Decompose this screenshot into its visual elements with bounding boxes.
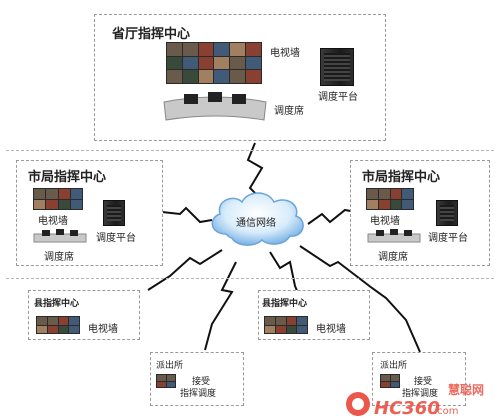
watermark-text: HC360 <box>374 398 440 418</box>
city-left-dispatch-platform-icon <box>103 200 125 226</box>
police-left-title: 派出所 <box>156 361 184 371</box>
city-right-video-wall <box>366 188 414 210</box>
police-left-monitor <box>156 374 176 388</box>
city-right-dispatch-desk-icon <box>367 229 421 243</box>
city-left-platform-label: 调度平台 <box>96 233 136 244</box>
police-left-line1: 接受 <box>192 377 211 387</box>
county-left-tv-label: 电视墙 <box>88 324 118 335</box>
provincial-dispatch-desk-icon <box>163 92 267 121</box>
city-right-platform-label: 调度平台 <box>428 233 468 244</box>
provincial-video-wall <box>166 42 262 84</box>
city-right-dispatch-platform-icon <box>436 200 458 226</box>
police-right-line2: 指挥调度 <box>402 389 439 399</box>
watermark-site: 慧聪网 <box>448 382 484 397</box>
link-provincial <box>246 142 264 197</box>
provincial-platform-label: 调度平台 <box>318 92 358 103</box>
city-left-desk-label: 调度席 <box>44 252 74 263</box>
network-label: 通信网络 <box>236 218 276 229</box>
tier-separator-top <box>6 150 494 151</box>
provincial-tv-label: 电视墙 <box>270 48 300 59</box>
hc360-watermark-logo: HC360 .com 慧聪网 <box>346 382 484 418</box>
police-right-line1: 接受 <box>414 377 433 387</box>
county-right-title: 县指挥中心 <box>262 299 308 309</box>
link-county-left <box>147 249 223 291</box>
city-left-video-wall <box>33 188 83 210</box>
watermark-suffix: .com <box>434 406 459 417</box>
city-right-title: 市局指挥中心 <box>362 170 441 185</box>
network-cloud-icon <box>211 192 304 246</box>
city-right-desk-label: 调度席 <box>378 252 408 263</box>
city-left-tv-label: 电视墙 <box>38 216 68 227</box>
city-left-box <box>16 160 163 266</box>
county-left-title: 县指挥中心 <box>34 299 80 309</box>
county-right-box <box>258 290 370 340</box>
police-right-monitor <box>380 374 400 388</box>
link-city-right <box>307 208 357 225</box>
county-right-video-wall <box>264 316 308 334</box>
provincial-desk-label: 调度席 <box>274 106 304 117</box>
provincial-center-title: 省厅指挥中心 <box>112 27 191 42</box>
county-left-video-wall <box>36 316 80 334</box>
county-right-tv-label: 电视墙 <box>316 324 346 335</box>
link-police-right <box>299 245 421 353</box>
tier-separator-bottom <box>6 278 494 279</box>
city-left-dispatch-desk-icon <box>33 229 87 243</box>
police-left-line2: 指挥调度 <box>180 389 217 399</box>
link-police-left <box>204 261 237 351</box>
provincial-dispatch-platform-icon <box>320 48 354 86</box>
city-left-title: 市局指挥中心 <box>28 170 107 185</box>
city-right-box <box>350 160 490 266</box>
police-right-title: 派出所 <box>380 361 408 371</box>
city-right-tv-label: 电视墙 <box>370 216 400 227</box>
link-city-left <box>161 206 213 224</box>
